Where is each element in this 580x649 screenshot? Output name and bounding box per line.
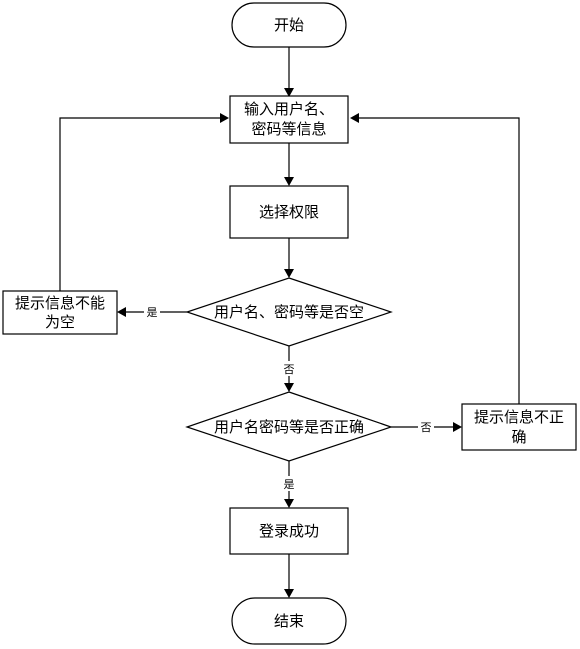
prompt-empty-label-line2: 为空 <box>45 313 75 331</box>
end-node: 结束 <box>231 597 347 645</box>
decision-correct-node: 用户名密码等是否正确 <box>185 391 393 462</box>
success-node-label: 登录成功 <box>259 522 319 540</box>
edge-success-to-end <box>284 554 294 598</box>
prompt-wrong-label-line2: 确 <box>511 428 526 446</box>
prompt-wrong-label-line1: 提示信息不正 <box>474 408 564 426</box>
start-node: 开始 <box>231 2 347 48</box>
end-node-label: 结束 <box>274 612 304 630</box>
decision-correct-label: 用户名密码等是否正确 <box>214 418 364 436</box>
select-node: 选择权限 <box>229 185 349 239</box>
select-node-label: 选择权限 <box>259 203 319 221</box>
prompt-empty-node: 提示信息不能 为空 <box>2 290 118 335</box>
input-node: 输入用户名、 密码等信息 <box>229 95 349 144</box>
edge-label-yes-empty: 是 <box>147 306 158 319</box>
edge-prompt-wrong-to-input <box>350 113 520 404</box>
prompt-empty-label-line1: 提示信息不能 <box>15 294 105 312</box>
start-node-label: 开始 <box>274 16 304 34</box>
edge-label-yes-correct: 是 <box>284 478 295 491</box>
input-node-label-line2: 密码等信息 <box>251 120 326 138</box>
input-node-label-line1: 输入用户名、 <box>244 100 334 118</box>
edge-select-to-decision-empty <box>284 238 294 278</box>
decision-empty-node: 用户名、密码等是否空 <box>185 277 393 347</box>
edge-input-to-select <box>284 143 294 186</box>
prompt-wrong-node: 提示信息不正 确 <box>461 403 577 451</box>
edge-label-no-empty: 否 <box>284 363 295 376</box>
edge-label-no-correct: 否 <box>421 421 432 434</box>
success-node: 登录成功 <box>229 507 349 555</box>
decision-empty-label: 用户名、密码等是否空 <box>214 303 364 321</box>
edge-prompt-empty-to-input <box>59 113 229 291</box>
edge-start-to-input <box>284 47 294 97</box>
